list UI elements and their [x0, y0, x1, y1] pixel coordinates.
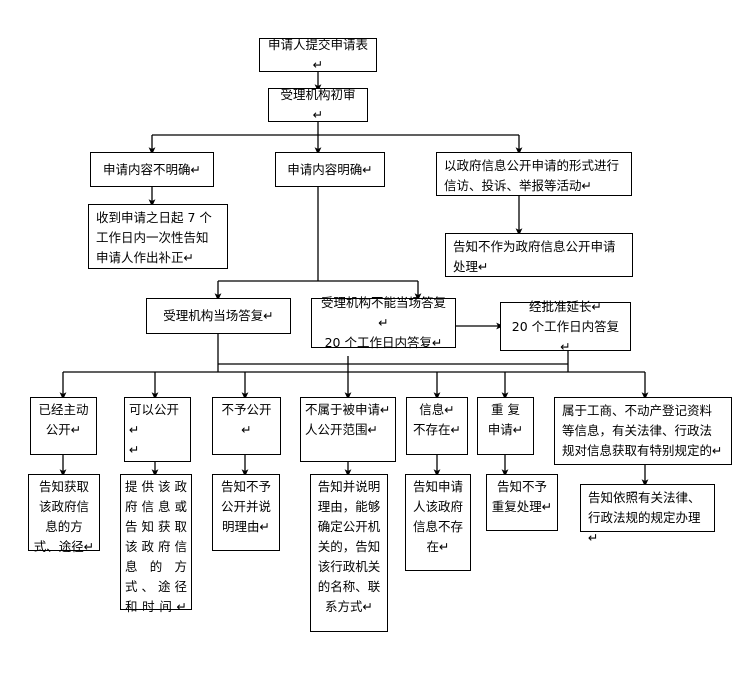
- node-label: 属于工商、不动产登记资料等信息，有关法律、行政法规对信息获取有特别规定的↵: [562, 403, 723, 458]
- node-n4-content-clear[interactable]: 申请内容明确↵: [275, 152, 385, 187]
- node-label: 以政府信息公开申请的形式进行信访、投诉、举报等活动↵: [444, 158, 620, 193]
- node-n19-provide-or-inform-method-channel-time[interactable]: 提供该政府信息或告知获取该政府信息的方式、途径和时间↵: [120, 474, 192, 614]
- node-label: 受理机构不能当场答复↵ 20 个工作日内答复↵: [320, 295, 446, 350]
- node-n22-inform-information-not-exist[interactable]: 告知申请人该政府信息不存在↵: [405, 474, 471, 571]
- node-n5-used-as-petition-complaint[interactable]: 以政府信息公开申请的形式进行信访、投诉、举报等活动↵: [436, 152, 632, 196]
- node-n15-information-does-not-exist[interactable]: 信息↵ 不存在↵: [406, 397, 468, 455]
- node-label: 收到申请之日起 7 个工作日内一次性告知申请人作出补正↵: [96, 210, 212, 265]
- node-n11-already-proactively-disclosed[interactable]: 已经主动 公开↵: [30, 397, 97, 455]
- node-label: 申请内容明确↵: [287, 161, 373, 177]
- node-n8-answer-on-the-spot[interactable]: 受理机构当场答复↵: [146, 298, 291, 334]
- node-label: 受理机构初审↵: [280, 87, 356, 122]
- node-label: 申请内容不明确↵: [103, 161, 201, 177]
- node-n12-can-be-disclosed[interactable]: 可以公开↵ ↵: [124, 397, 191, 462]
- node-label: 告知不予公开并说明理由↵: [220, 479, 271, 534]
- node-label: 提供该政府信息或告知获取该政府信息的方式、途径和时间↵: [125, 479, 187, 614]
- node-label: 重 复 申请↵: [487, 402, 524, 437]
- node-n3-content-unclear[interactable]: 申请内容不明确↵: [90, 152, 214, 187]
- node-n2-agency-preliminary-review[interactable]: 受理机构初审↵: [268, 87, 368, 122]
- node-n18-inform-access-method-and-channel[interactable]: 告知获取该政府信息的方式、途径↵: [28, 474, 100, 554]
- node-n24-handle-per-laws-and-regulations[interactable]: 告知依照有关法律、行政法规的规定办理↵: [580, 484, 715, 545]
- node-label: 不予公开↵: [221, 402, 272, 437]
- node-n21-inform-reason-and-competent-authority[interactable]: 告知并说明理由，能够确定公开机关的，告知该行政机关的名称、联系方式↵: [310, 474, 388, 632]
- node-n7-not-treated-as-disclosure-request[interactable]: 告知不作为政府信息公开申请处理↵: [445, 233, 633, 277]
- node-label: 受理机构当场答复↵: [163, 308, 274, 323]
- node-n1-applicant-submits[interactable]: 申请人提交申请表↵: [259, 37, 377, 72]
- node-n6-notify-correction-7-days[interactable]: 收到申请之日起 7 个工作日内一次性告知申请人作出补正↵: [88, 204, 228, 269]
- node-n13-not-disclosed[interactable]: 不予公开↵: [212, 397, 281, 455]
- node-n20-inform-nondisclosure-with-reasons[interactable]: 告知不予公开并说明理由↵: [212, 474, 280, 551]
- node-label: 已经主动 公开↵: [38, 402, 89, 437]
- node-label: 告知依照有关法律、行政法规的规定办理↵: [588, 490, 701, 545]
- node-n16-duplicate-application[interactable]: 重 复 申请↵: [477, 397, 534, 455]
- node-n17-special-statutory-registries[interactable]: 属于工商、不动产登记资料等信息，有关法律、行政法规对信息获取有特别规定的↵: [554, 397, 732, 465]
- node-n9-cannot-answer-on-the-spot-20-days[interactable]: 受理机构不能当场答复↵ 20 个工作日内答复↵: [311, 295, 456, 350]
- node-label: 信息↵ 不存在↵: [413, 402, 461, 437]
- node-label: 告知获取该政府信息的方式、途径↵: [33, 479, 95, 554]
- node-label: 申请人提交申请表↵: [267, 37, 368, 72]
- node-n10-approved-extension-20-days[interactable]: 经批准延长↵ 20 个工作日内答复↵: [500, 299, 631, 354]
- node-label: 告知并说明理由，能够确定公开机关的，告知该行政机关的名称、联系方式↵: [317, 479, 381, 614]
- node-label: 告知不作为政府信息公开申请处理↵: [453, 239, 616, 274]
- node-label: 不属于被申请↵ 人公开范围↵: [305, 402, 391, 437]
- node-label: 告知申请人该政府信息不存在↵: [412, 479, 463, 554]
- node-label: 可以公开↵ ↵: [129, 402, 180, 457]
- node-label: 告知不予重复处理↵: [491, 479, 553, 514]
- node-n14-outside-respondent-disclosure-scope[interactable]: 不属于被申请↵ 人公开范围↵: [300, 397, 396, 462]
- node-label: 经批准延长↵ 20 个工作日内答复↵: [511, 298, 620, 354]
- node-n23-inform-no-duplicate-handling[interactable]: 告知不予重复处理↵: [486, 474, 558, 531]
